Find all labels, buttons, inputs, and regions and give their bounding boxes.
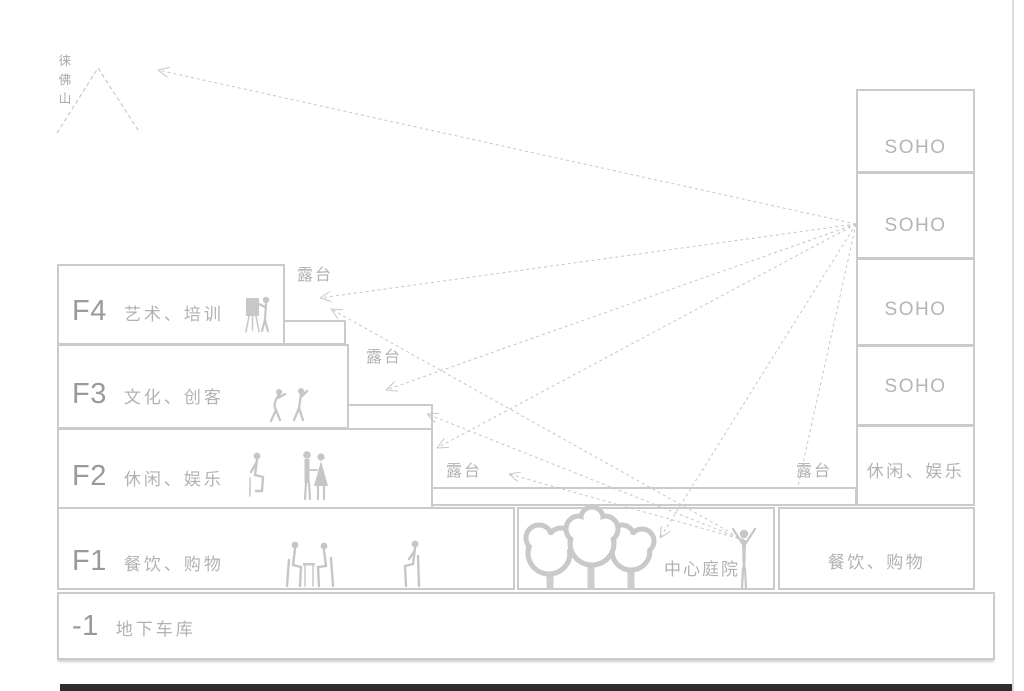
courtyard-label: 中心庭院 xyxy=(664,560,740,579)
tower-floor-label: 休闲、娱乐 xyxy=(866,462,965,481)
floor-f4: F4 艺术、培训 xyxy=(57,264,285,345)
floor-level-label: F1 xyxy=(72,545,107,577)
tower-floor-soho-1: SOHO xyxy=(856,89,975,173)
mountain-char: 徕 xyxy=(58,54,72,68)
tower-floor-soho-3: SOHO xyxy=(856,258,975,346)
floor-level-label: F3 xyxy=(72,378,107,410)
terrace-label: 露台 xyxy=(446,463,483,480)
bottom-bar xyxy=(60,684,1012,691)
terrace-label: 露台 xyxy=(796,463,833,480)
mountain-char: 山 xyxy=(58,92,72,106)
terrace-step-f3 xyxy=(347,404,433,430)
floor-use-label: 地下车库 xyxy=(115,619,196,639)
floor-b1: -1 地下车库 xyxy=(57,592,995,660)
floor-use-label: 休闲、娱乐 xyxy=(123,470,224,489)
tower-floor-label: SOHO xyxy=(884,215,947,236)
tower-floor-soho-4: SOHO xyxy=(856,345,975,426)
page-edge-line xyxy=(1012,0,1014,691)
terrace-step-f4 xyxy=(283,320,346,345)
floor-use-label: 艺术、培训 xyxy=(123,305,224,324)
tower-floor-label: SOHO xyxy=(884,376,947,397)
tower-floor-label: SOHO xyxy=(884,299,947,320)
podium-roof-band xyxy=(431,487,857,506)
mountain-name-label: 徕 佛 山 xyxy=(57,52,73,109)
floor-use-label: 餐饮、购物 xyxy=(123,555,224,574)
terrace-label: 露台 xyxy=(297,267,334,284)
floor-f2: F2 休闲、娱乐 xyxy=(57,428,433,509)
floor-level-label: F2 xyxy=(72,460,107,492)
terrace-label: 露台 xyxy=(366,349,403,366)
tower-floor-leisure: 休闲、娱乐 xyxy=(856,425,975,506)
floor-f1: F1 餐饮、购物 xyxy=(57,507,515,590)
tower-floor-label: SOHO xyxy=(884,137,947,158)
mountain-char: 佛 xyxy=(58,73,72,87)
floor-level-label: -1 xyxy=(72,609,99,642)
right-wing-box: 餐饮、购物 xyxy=(778,507,975,590)
floor-f3: F3 文化、创客 xyxy=(57,344,349,429)
right-wing-label: 餐饮、购物 xyxy=(827,553,926,572)
floor-use-label: 文化、创客 xyxy=(123,388,224,407)
tower-floor-soho-2: SOHO xyxy=(856,172,975,259)
floor-level-label: F4 xyxy=(72,295,107,327)
